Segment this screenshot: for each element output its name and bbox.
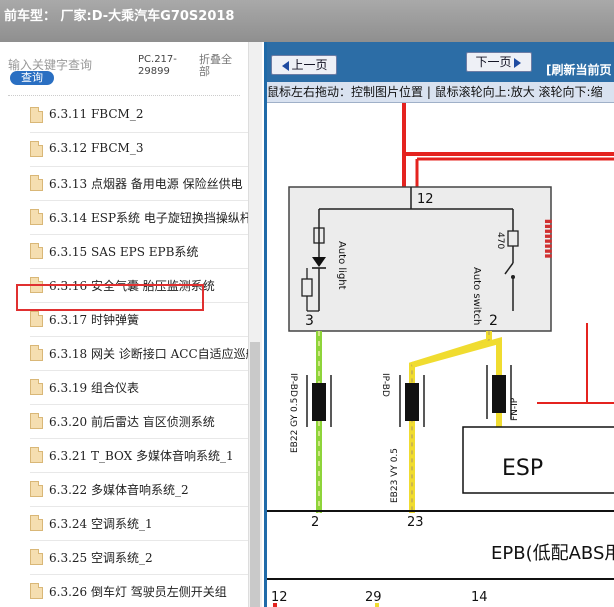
document-icon (30, 345, 43, 361)
divider (8, 95, 240, 96)
pin-b12: 12 (271, 590, 288, 605)
pin-b14: 14 (471, 590, 488, 605)
usage-instructions: 鼠标左右拖动：控制图片位置 | 鼠标滚轮向上:放大 滚轮向下:缩 (267, 82, 614, 103)
wiring-diagram[interactable]: Auto light 470 Auto switch ▮▮▮▮▮▮▮▮ 12 3… (267, 103, 614, 607)
tree-item-label: 6.3.13 点烟器 备用电源 保险丝供电 (49, 177, 243, 191)
tree-item[interactable]: 6.3.26 倒车灯 驾驶员左侧开关组 (30, 574, 248, 607)
wire-code-2: EB23 VY 0.5 (390, 448, 400, 503)
esp-label: ESP (502, 456, 543, 481)
tree-item-label: 6.3.21 T_BOX 多媒体音响系统_1 (49, 449, 234, 463)
tree-item[interactable]: 6.3.25 空调系统_2 (30, 540, 248, 575)
pin-number-2: 2 (489, 313, 498, 329)
tree-item[interactable]: 6.3.18 网关 诊断接口 ACC自适应巡航 (30, 336, 248, 371)
switch-module-box (288, 186, 552, 332)
next-page-label: 下一页 (475, 55, 512, 69)
tree-item-label: 6.3.22 多媒体音响系统_2 (49, 483, 189, 497)
document-icon (30, 379, 43, 395)
tree-item-label: 6.3.19 组合仪表 (49, 381, 139, 395)
document-icon (30, 447, 43, 463)
connector-label-fnip: FN-IP (510, 397, 520, 421)
note-text-red: ▮▮▮▮▮▮▮▮ (543, 219, 553, 259)
tree-item-label: 6.3.18 网关 诊断接口 ACC自适应巡航 (49, 347, 248, 361)
led-icon (312, 257, 326, 267)
arrow-left-icon (282, 60, 290, 71)
pin-number-3: 3 (305, 313, 314, 329)
document-icon (30, 107, 43, 123)
scrollbar-thumb[interactable] (250, 342, 260, 607)
doc-code: PC.217-29899 (138, 54, 177, 77)
arrow-right-icon (513, 57, 521, 68)
auto-light-label: Auto light (336, 241, 347, 290)
document-icon (30, 209, 43, 225)
tree-item[interactable]: 6.3.22 多媒体音响系统_2 (30, 472, 248, 507)
connector-block (312, 383, 326, 421)
tree-item-selected[interactable]: 6.3.15 SAS EPS EPB系统 (30, 234, 248, 269)
title-bar: 前车型： 厂家:D-大乘汽车G70S2018 (0, 0, 614, 42)
document-icon (30, 481, 43, 497)
auto-switch-label: Auto switch (471, 267, 482, 325)
esp-module-box (462, 426, 614, 494)
pin-b29: 29 (365, 590, 382, 605)
tree-item-label: 6.3.11 FBCM_2 (49, 107, 144, 121)
tree-item[interactable]: 6.3.21 T_BOX 多媒体音响系统_1 (30, 438, 248, 473)
tree-item[interactable]: 6.3.20 前后雷达 盲区侦测系统 (30, 404, 248, 439)
tree-item-label: 6.3.25 空调系统_2 (49, 551, 153, 565)
document-icon (30, 515, 43, 531)
tree-item[interactable]: 6.3.13 点烟器 备用电源 保险丝供电 (30, 166, 248, 201)
diagram-panel: 上一页 下一页 [刷新当前页 鼠标左右拖动：控制图片位置 | 鼠标滚轮向上:放大… (264, 42, 614, 607)
tree-item-label: 6.3.15 SAS EPS EPB系统 (49, 245, 199, 259)
app-title: 前车型： 厂家:D-大乘汽车G70S2018 (4, 9, 235, 24)
tree-item-label: 6.3.26 倒车灯 驾驶员左侧开关组 (49, 585, 227, 599)
wire-code-1: EB22 GY 0.5 (290, 398, 300, 453)
tree-item[interactable]: 6.3.17 时钟弹簧 (30, 302, 248, 337)
collapse-all-link[interactable]: 折叠全部 (199, 53, 232, 78)
connector-symbol (486, 365, 512, 419)
tree-item[interactable]: 6.3.14 ESP系统 电子旋钮换挡操纵杆 (30, 200, 248, 235)
next-page-button[interactable]: 下一页 (466, 52, 532, 72)
tree-item-label: 6.3.16 安全气囊 胎压监测系统 (49, 279, 215, 293)
tree-item[interactable]: 6.3.24 空调系统_1 (30, 506, 248, 541)
document-icon (30, 141, 43, 157)
document-icon (30, 243, 43, 259)
pin-number-top: 12 (417, 192, 434, 207)
document-icon (30, 413, 43, 429)
search-input[interactable]: 输入关键字查询 (8, 58, 93, 72)
connector-block (405, 383, 419, 421)
refresh-current-page-link[interactable]: [刷新当前页 (546, 63, 612, 77)
resistor-value: 470 (495, 232, 505, 249)
pin-number-bottom-2: 2 (311, 515, 319, 530)
tree-item-label: 6.3.14 ESP系统 电子旋钮换挡操纵杆 (49, 211, 248, 225)
tree-item-label: 6.3.17 时钟弹簧 (49, 313, 139, 327)
tree-item-label: 6.3.12 FBCM_3 (49, 141, 144, 155)
navigation-panel: 输入关键字查询 查询 PC.217-29899 折叠全部 6.3.11 FBCM… (0, 42, 262, 607)
tree-item[interactable]: 6.3.12 FBCM_3 (30, 132, 248, 167)
document-icon (30, 175, 43, 191)
tree-item[interactable]: 6.3.11 FBCM_2 (30, 98, 248, 133)
connector-label: IP-BD (380, 373, 390, 397)
previous-page-label: 上一页 (291, 58, 328, 72)
page-navigation-bar: 上一页 下一页 [刷新当前页 (267, 42, 614, 82)
query-button[interactable]: 查询 (10, 71, 54, 85)
epb-label: EPB(低配ABS用) (491, 543, 614, 564)
previous-page-button[interactable]: 上一页 (271, 55, 337, 75)
connector-symbol (306, 375, 332, 427)
connector-block (492, 375, 506, 413)
selection-highlight (16, 284, 204, 311)
switch-symbol (504, 262, 514, 275)
document-icon (30, 311, 43, 327)
connector-symbol (399, 375, 425, 427)
tree-item-label: 6.3.24 空调系统_1 (49, 517, 153, 531)
tree-item[interactable]: 6.3.19 组合仪表 (30, 370, 248, 405)
document-icon (30, 549, 43, 565)
pin-number-bottom-23: 23 (407, 515, 424, 530)
tree-item-label: 6.3.20 前后雷达 盲区侦测系统 (49, 415, 215, 429)
connector-label: IP-BD (288, 373, 298, 397)
document-icon (30, 583, 43, 599)
